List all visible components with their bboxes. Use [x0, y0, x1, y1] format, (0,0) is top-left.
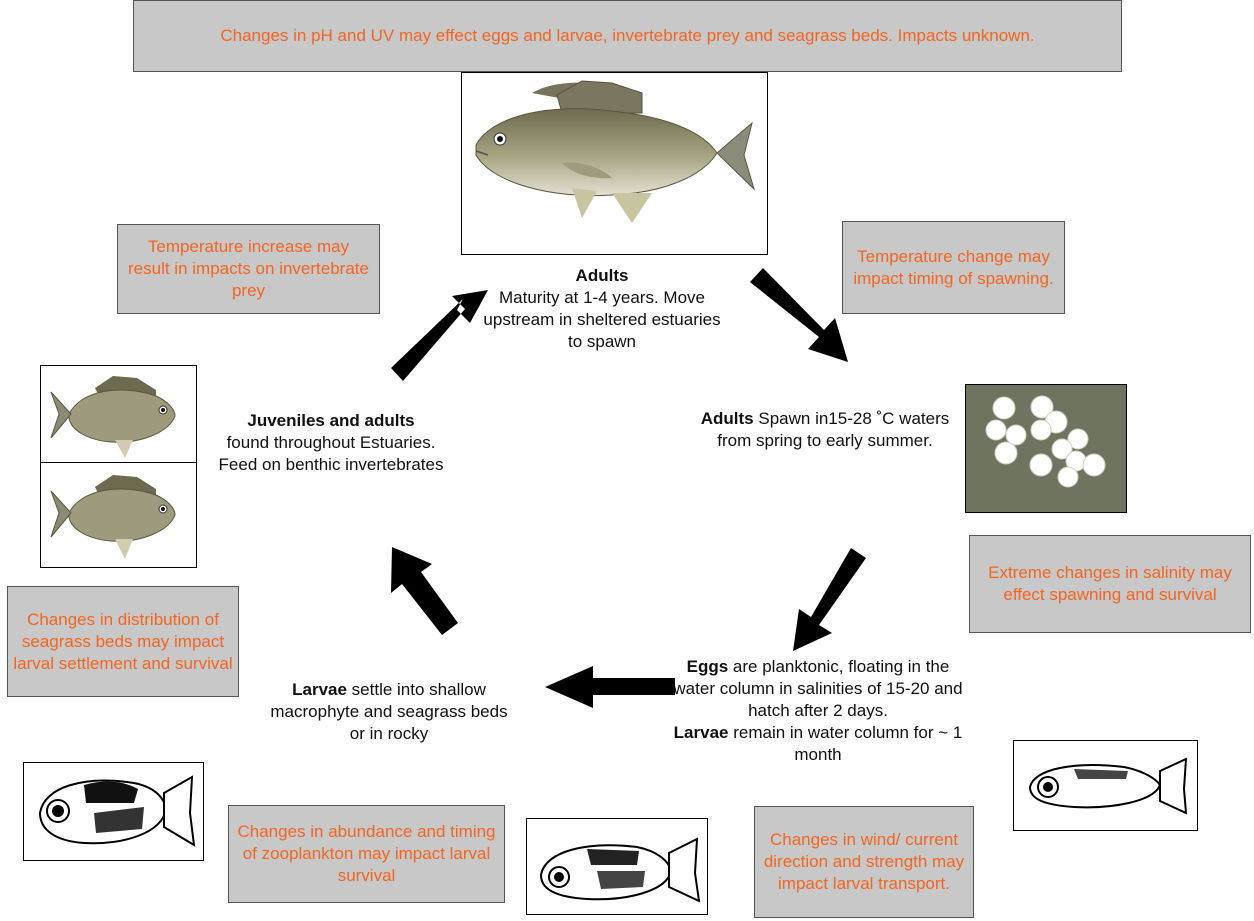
juvenile-fish-image-1	[40, 365, 197, 463]
stage-eggs-text: are planktonic, floating in the water co…	[673, 657, 963, 720]
stage-juveniles-title: Juveniles and adults	[247, 411, 415, 430]
bream-illustration	[475, 80, 756, 223]
impact-box-salinity: Extreme changes in salinity may effect s…	[969, 535, 1251, 633]
stage-larvae: Larvae settle into shallow macrophyte an…	[262, 679, 516, 745]
impact-box-zooplankton: Changes in abundance and timing of zoopl…	[228, 805, 505, 903]
impact-text-ph-uv: Changes in pH and UV may effect eggs and…	[220, 26, 1035, 45]
stage-juveniles-text: found throughout Estuaries. Feed on bent…	[218, 433, 444, 474]
impact-box-temp-increase: Temperature increase may result in impac…	[117, 224, 380, 314]
stage-juveniles: Juveniles and adults found throughout Es…	[207, 410, 455, 476]
larva-illustration	[38, 775, 196, 847]
stage-spawn-title: Adults	[700, 409, 754, 428]
larva-illustration	[1028, 757, 1188, 815]
impact-box-seagrass: Changes in distribution of seagrass beds…	[7, 586, 239, 697]
arrow-spawn-to-eggs	[793, 548, 866, 651]
eggs-illustration	[985, 395, 1106, 488]
impact-text-salinity: Extreme changes in salinity may effect s…	[988, 563, 1232, 604]
adult-fish-image	[461, 72, 768, 255]
impact-text-zooplankton: Changes in abundance and timing of zoopl…	[237, 822, 496, 885]
larva-image-settled	[23, 762, 204, 861]
larva-image-planktonic	[1013, 740, 1198, 831]
arrow-larvae-to-juveniles	[391, 547, 458, 635]
stage-spawn: Adults Spawn in15-28 ˚C waters from spri…	[700, 408, 950, 452]
eggs-image	[965, 384, 1127, 513]
impact-box-wind: Changes in wind/ current direction and s…	[754, 806, 974, 918]
arrow-adults-to-spawn	[750, 268, 848, 362]
impact-box-ph-uv: Changes in pH and UV may effect eggs and…	[133, 0, 1122, 72]
stage-eggs: Eggs are planktonic, floating in the wat…	[673, 656, 963, 766]
stage-larvae-drift-text: remain in water column for ~ 1 month	[728, 723, 963, 764]
juvenile-bream-illustration	[50, 376, 176, 458]
impact-box-temp-change: Temperature change may impact timing of …	[842, 221, 1065, 314]
impact-text-temp-change: Temperature change may impact timing of …	[853, 246, 1054, 288]
stage-larvae-drift-title: Larvae	[673, 723, 729, 742]
juvenile-fish-image-2	[40, 462, 197, 568]
stage-adults-text: Maturity at 1-4 years. Move upstream in …	[483, 288, 721, 351]
juvenile-bream-illustration	[50, 475, 176, 559]
arrow-eggs-to-larvae	[545, 666, 675, 708]
stage-larvae-text: settle into shallow macrophyte and seagr…	[270, 680, 508, 743]
stage-spawn-text: Spawn in15-28 ˚C waters from spring to e…	[717, 409, 950, 450]
arrow-juveniles-to-adults	[391, 290, 488, 381]
impact-text-seagrass: Changes in distribution of seagrass beds…	[13, 609, 233, 673]
stage-eggs-title: Eggs	[686, 657, 729, 676]
impact-text-temp-increase: Temperature increase may result in impac…	[128, 237, 369, 300]
impact-text-wind: Changes in wind/ current direction and s…	[763, 830, 965, 893]
stage-adults: Adults Maturity at 1-4 years. Move upstr…	[478, 265, 726, 353]
larva-illustration	[539, 837, 701, 903]
larva-image-drift	[526, 818, 708, 915]
stage-larvae-title: Larvae	[292, 680, 347, 699]
stage-adults-title: Adults	[575, 266, 629, 285]
